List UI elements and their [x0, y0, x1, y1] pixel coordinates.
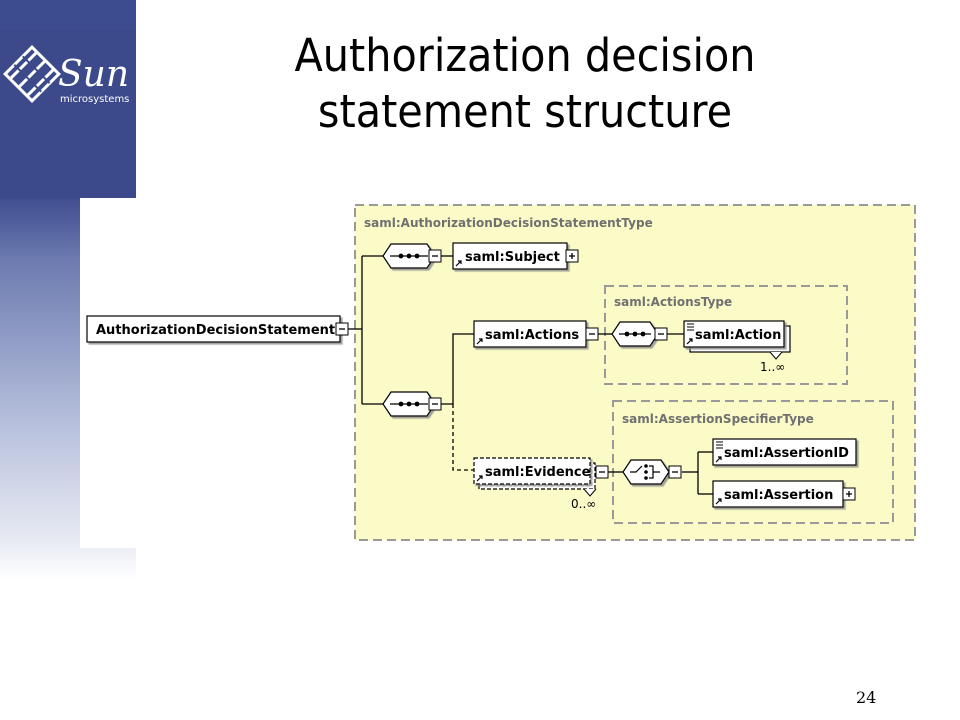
element-label-assertion-id: saml:AssertionID: [724, 446, 849, 461]
logo-subtext: microsystems: [60, 94, 129, 105]
collapse-icon: [428, 397, 442, 411]
sun-diamond-icon: [3, 45, 61, 103]
reference-arrow-icon: [715, 456, 722, 463]
text-content-icon: [687, 323, 694, 331]
cardinality-action: 1..∞: [760, 360, 785, 374]
element-label-assertion: saml:Assertion: [724, 488, 833, 503]
element-label-actions: saml:Actions: [485, 328, 579, 343]
element-label-action: saml:Action: [695, 328, 781, 343]
reference-arrow-icon: [476, 338, 483, 345]
element-saml-assertion: saml:Assertion: [712, 480, 856, 508]
collapse-icon: [668, 465, 682, 479]
title-line-2: statement structure: [317, 85, 733, 138]
group-label-actions-type: saml:ActionsType: [614, 295, 732, 309]
group-label-outer: saml:AuthorizationDecisionStatementType: [364, 216, 653, 230]
logo-brand: Sun: [58, 54, 129, 95]
root-element-label: AuthorizationDecisionStatement: [96, 323, 335, 338]
element-saml-assertion-id: saml:AssertionID: [712, 438, 857, 466]
collapse-icon: [654, 327, 668, 341]
expand-icon: [842, 487, 856, 501]
connector-lines: [348, 255, 713, 495]
group-label-assertion-specifier-type: saml:AssertionSpecifierType: [622, 412, 814, 426]
reference-arrow-icon: [686, 338, 693, 345]
chevron-down-icon: [583, 488, 597, 497]
element-label-subject: saml:Subject: [465, 250, 560, 265]
slide-title: Authorization decision statement structu…: [198, 28, 851, 140]
root-element-node: AuthorizationDecisionStatement: [86, 315, 349, 343]
reference-arrow-icon: [715, 498, 722, 505]
text-content-icon: [716, 441, 723, 449]
title-line-1: Authorization decision: [294, 29, 756, 82]
element-saml-subject: saml:Subject: [452, 242, 579, 270]
sequence-compositor-top: [382, 243, 442, 269]
chevron-down-icon: [769, 351, 783, 360]
collapse-icon: [335, 322, 349, 336]
element-saml-action: saml:Action 1..∞: [683, 320, 791, 374]
sun-logo: Sun microsystems: [3, 45, 129, 105]
expand-icon: [565, 249, 579, 263]
element-saml-evidence: saml:Evidence 0..∞: [473, 457, 609, 511]
diagram-left-panel: [80, 198, 136, 548]
reference-arrow-icon: [476, 475, 483, 482]
collapse-icon: [595, 465, 609, 479]
collapse-icon: [585, 327, 599, 341]
page-number: 24: [856, 688, 877, 707]
choice-compositor: [622, 459, 682, 485]
sequence-compositor-actions: [611, 321, 668, 347]
collapse-icon: [428, 249, 442, 263]
element-label-evidence: saml:Evidence: [485, 465, 591, 480]
reference-arrow-icon: [455, 260, 462, 267]
cardinality-evidence: 0..∞: [571, 497, 596, 511]
element-saml-actions: saml:Actions: [473, 320, 599, 348]
sequence-compositor-bottom: [382, 391, 442, 417]
